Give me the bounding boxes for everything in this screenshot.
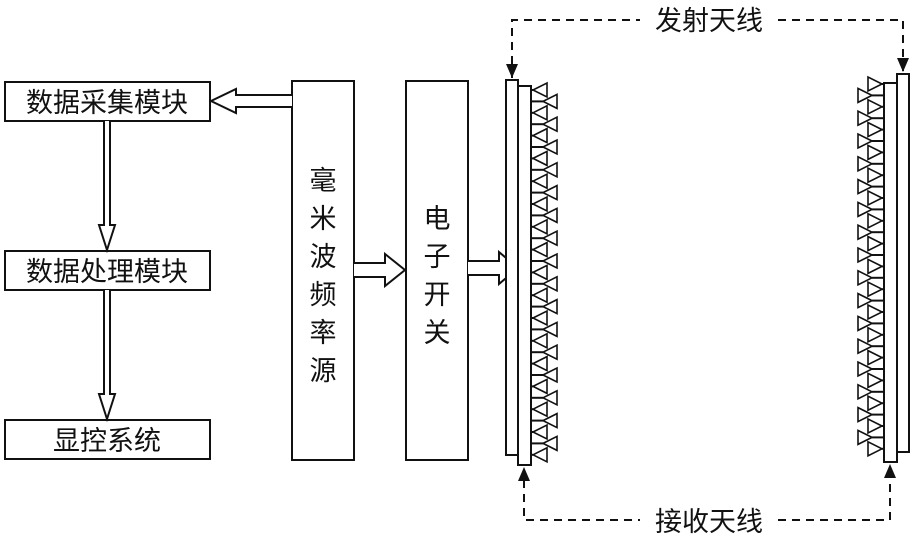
antenna-element: [857, 429, 884, 446]
antenna-element: [857, 406, 884, 423]
antenna-element: [531, 343, 558, 361]
arrow-source-to-acquisition: [208, 87, 292, 115]
antenna-element: [857, 178, 884, 195]
antenna-element: [531, 207, 558, 224]
mmwave-source-label-char: 毫: [310, 166, 337, 197]
antenna-element: [531, 127, 548, 144]
display-control-module: 显控系统: [4, 419, 211, 460]
antenna-element: [531, 321, 558, 338]
antenna-element: [531, 435, 558, 452]
display-control-label: 显控系统: [53, 426, 161, 457]
antenna-element: [531, 161, 558, 179]
antenna-element: [867, 394, 884, 412]
data-acquisition-label: 数据采集模块: [26, 88, 188, 119]
arrow-processing-to-display: [97, 290, 117, 423]
antenna-element: [531, 286, 548, 304]
antenna-element: [867, 349, 884, 366]
antenna-element: [531, 104, 548, 122]
antenna-element: [867, 258, 884, 275]
antenna-element: [531, 275, 558, 293]
antenna-element: [531, 389, 558, 407]
antenna-element: [857, 315, 884, 332]
antenna-element: [857, 109, 884, 127]
arrow-source-to-switch: [354, 251, 407, 289]
antenna-element: [531, 150, 548, 167]
antenna-element: [531, 309, 548, 327]
data-acquisition-module: 数据采集模块: [4, 81, 211, 122]
mmwave-source-label-char: 源: [310, 356, 337, 387]
antenna-element: [857, 155, 884, 173]
antenna-element: [531, 378, 548, 395]
antenna-element: [857, 223, 884, 241]
antenna-element: [531, 218, 548, 236]
antenna-element: [531, 172, 548, 190]
antenna-element: [867, 144, 884, 161]
receive-antenna-connector: 接收天线: [518, 464, 896, 538]
antenna-element: [531, 446, 548, 464]
antenna-element: [531, 400, 548, 418]
antenna-element: [867, 326, 884, 344]
antenna-element: [531, 195, 548, 213]
transmit-antenna-connector: 发射天线: [506, 6, 909, 78]
mmwave-source-label-char: 频: [310, 280, 337, 311]
electronic-switch-label-char: 开: [424, 280, 451, 311]
antenna-element: [867, 417, 884, 435]
antenna-element: [531, 81, 548, 99]
antenna-element: [531, 298, 558, 315]
electronic-switch-label-char: 子: [424, 242, 451, 273]
antenna-element: [857, 360, 884, 378]
antenna-element: [867, 372, 884, 389]
receive-arrowhead-left: [518, 467, 530, 481]
antenna-element: [531, 93, 558, 110]
antenna-element: [867, 166, 884, 184]
receive-arrowhead-right: [884, 464, 896, 478]
antenna-element: [531, 138, 558, 156]
antenna-element: [531, 184, 558, 201]
antenna-element: [857, 337, 884, 355]
antenna-element: [867, 303, 884, 321]
receive-antenna-label: 接收天线: [655, 507, 763, 538]
antenna-element: [531, 423, 548, 441]
mmwave-source-label-char: 波: [310, 242, 337, 273]
antenna-element: [531, 355, 548, 372]
antenna-element: [867, 75, 884, 93]
antenna-element: [857, 201, 884, 218]
electronic-switch-label-char: 电: [424, 204, 451, 235]
arrow-acquisition-to-processing: [97, 121, 117, 254]
antenna-element: [867, 280, 884, 298]
data-processing-label: 数据处理模块: [26, 257, 188, 288]
antenna-element: [857, 269, 884, 287]
antenna-element: [867, 98, 884, 116]
antenna-element: [867, 440, 884, 458]
transmit-antenna-label: 发射天线: [655, 6, 763, 37]
transmit-arrowhead-left: [506, 64, 518, 78]
antenna-element: [531, 264, 548, 281]
antenna-element: [867, 121, 884, 138]
left-antenna-array: [505, 79, 558, 466]
antenna-element: [531, 366, 558, 384]
antenna-element: [531, 332, 548, 350]
antenna-element: [867, 189, 884, 207]
right-antenna-array: [857, 73, 910, 463]
transmit-arrowhead-right: [897, 58, 909, 72]
mmwave-source-label-char: 米: [310, 204, 337, 235]
antenna-element: [531, 241, 548, 258]
antenna-element: [857, 246, 884, 264]
antenna-element: [531, 412, 558, 429]
antenna-element: [531, 229, 558, 247]
antenna-element: [867, 235, 884, 252]
mmwave-source-label-char: 率: [310, 318, 337, 349]
electronic-switch-label-char: 关: [424, 318, 451, 349]
data-processing-module: 数据处理模块: [4, 250, 211, 291]
antenna-element: [531, 115, 558, 133]
antenna-element: [857, 383, 884, 401]
antenna-element: [857, 87, 884, 104]
antenna-element: [531, 252, 558, 270]
antenna-element: [857, 132, 884, 150]
antenna-element: [857, 292, 884, 309]
antenna-element: [867, 212, 884, 230]
